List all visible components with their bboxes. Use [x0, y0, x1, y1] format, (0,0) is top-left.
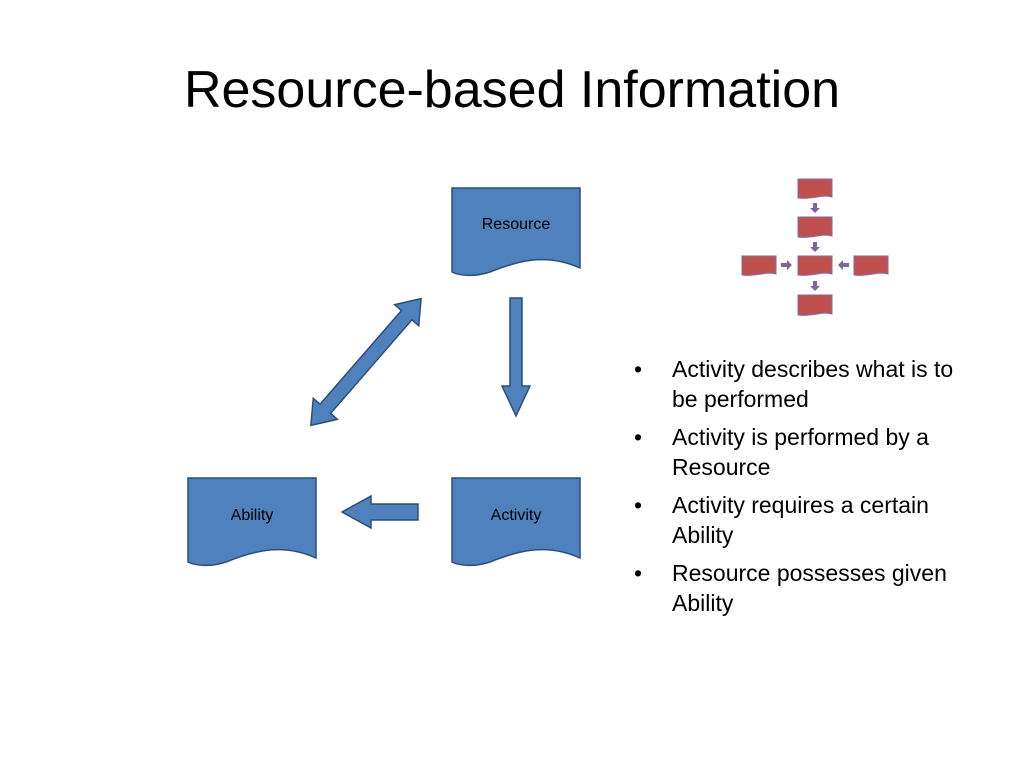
slide-title: Resource-based Information [183, 61, 841, 119]
ability-node-shape [187, 477, 317, 567]
activity-node-shape [451, 477, 581, 567]
bullet-text: Activity is performed by a Resource [672, 424, 929, 480]
thumbnail-box-top [797, 178, 833, 199]
thumbnail-arrow-down-icon [810, 281, 820, 291]
resource-node: Resource [451, 187, 581, 277]
bullet-glyph: • [634, 356, 643, 382]
thumbnail-arrow-left-icon [838, 260, 849, 270]
activity-node: Activity [451, 477, 581, 567]
activity-node-label: Activity [491, 507, 542, 524]
resource-node-label: Resource [482, 216, 551, 233]
thumbnail-arrow-down-icon [810, 242, 820, 252]
thumbnail-box-right [853, 255, 889, 276]
thumbnail-box-upper [797, 216, 833, 238]
left-arrow-icon [340, 494, 419, 530]
ability-node-label: Ability [231, 507, 274, 524]
thumbnail-arrow-right-icon [781, 260, 792, 270]
down-arrow-icon [500, 297, 532, 418]
bullet-item: • Resource possesses given Ability [632, 558, 962, 618]
thumbnail-box-left [741, 255, 777, 276]
ability-node: Ability [187, 477, 317, 567]
bullet-item: • Activity is performed by a Resource [632, 422, 962, 482]
bullet-item: • Activity describes what is to be perfor… [632, 354, 962, 414]
double-arrow-icon [310, 297, 422, 427]
thumbnail-diagram [741, 178, 889, 316]
bullet-text: Activity requires a certain Ability [672, 492, 929, 548]
bullet-text: Activity describes what is to be perform… [672, 356, 954, 412]
bullet-text: Resource possesses given Ability [672, 560, 947, 616]
bullet-glyph: • [634, 424, 643, 450]
thumbnail-box-center [797, 255, 833, 276]
bullet-glyph: • [634, 492, 643, 518]
bullet-list: • Activity describes what is to be perfor… [632, 354, 962, 626]
bullet-item: • Activity requires a certain Ability [632, 490, 962, 550]
bullet-glyph: • [634, 560, 643, 586]
thumbnail-box-bottom [797, 294, 833, 316]
resource-node-shape [451, 187, 581, 277]
thumbnail-arrow-down-icon [810, 203, 820, 213]
